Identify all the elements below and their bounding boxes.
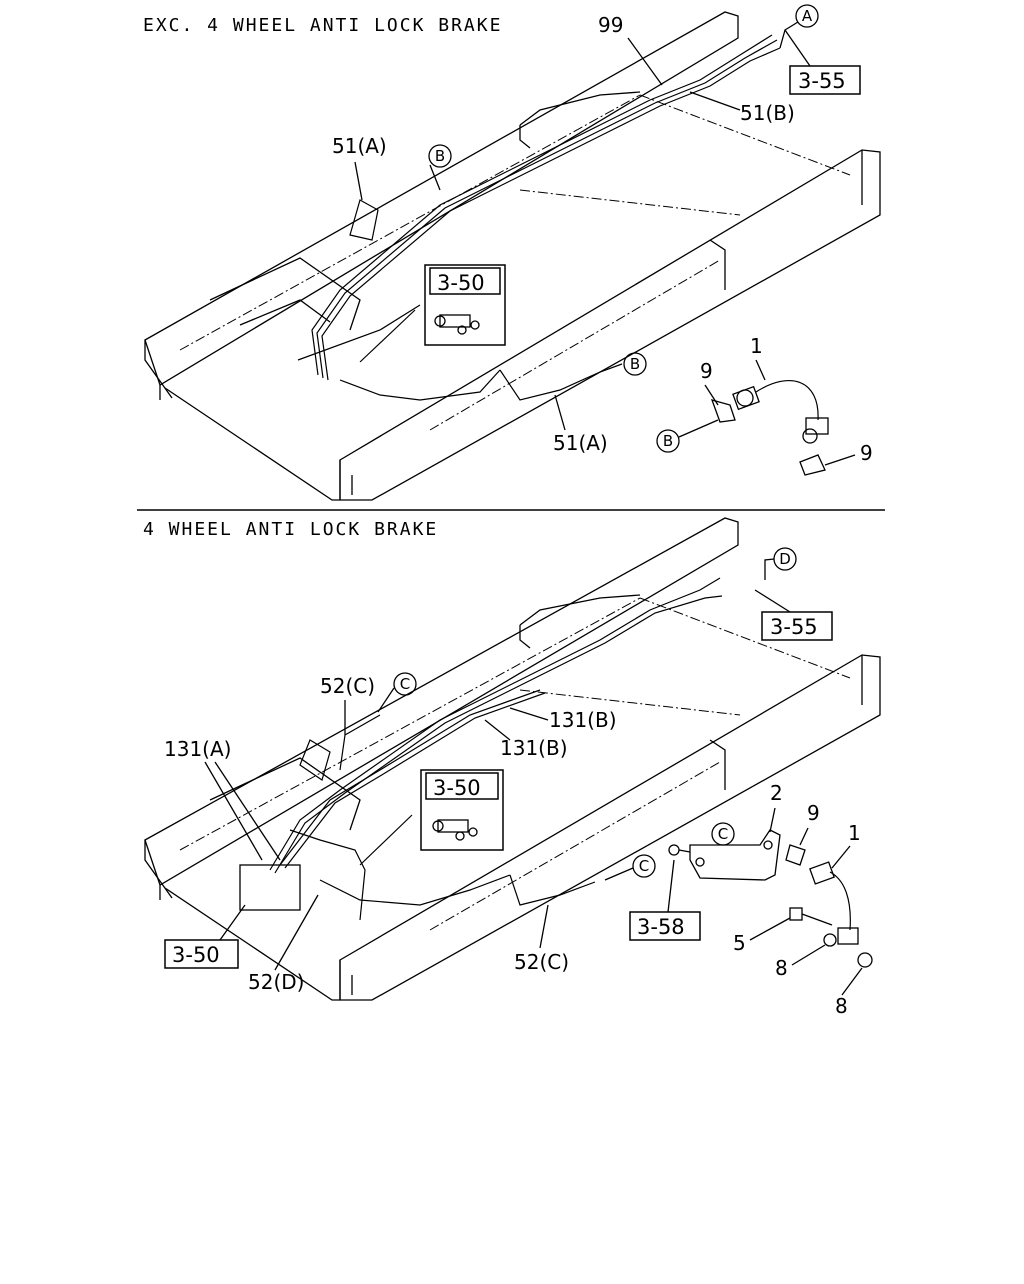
- label-131b-lower: 131(B): [500, 736, 568, 760]
- proportioning-valve-icon: [432, 819, 478, 841]
- label-51b: 51(B): [740, 101, 795, 125]
- brake-hose-top: [732, 379, 829, 444]
- callout-b2: B: [623, 352, 647, 376]
- svg-text:C: C: [718, 825, 728, 843]
- ref-3-50-box-bottom: 3-50: [164, 904, 246, 969]
- callout-c2: C: [604, 854, 656, 881]
- label-131a: 131(A): [164, 737, 231, 761]
- ref-3-55-top: 3-55: [784, 29, 861, 95]
- label-52c-top: 52(C): [320, 674, 375, 698]
- callout-d: D: [764, 547, 797, 580]
- brake-lines-bottom: [239, 577, 723, 921]
- label-5: 5: [733, 931, 746, 955]
- inset-3-50-bottom: 3-50: [420, 769, 504, 851]
- svg-text:C: C: [639, 857, 649, 875]
- svg-text:3-50: 3-50: [172, 943, 220, 967]
- bottom-section: 4 WHEEL ANTI LOCK BRAKE: [143, 517, 881, 1018]
- svg-text:B: B: [663, 432, 673, 450]
- frame-rails-top: [144, 11, 881, 501]
- label-52d: 52(D): [248, 970, 304, 994]
- svg-text:B: B: [630, 355, 640, 373]
- label-52c-bottom: 52(C): [514, 950, 569, 974]
- clip-9-bottom: [785, 844, 806, 866]
- ref-3-58: 3-58: [629, 859, 701, 941]
- bolt-part-3-58: [668, 844, 691, 856]
- section-title-top: EXC. 4 WHEEL ANTI LOCK BRAKE: [143, 15, 502, 36]
- label-8a: 8: [775, 956, 788, 980]
- label-2: 2: [770, 781, 783, 805]
- svg-text:3-55: 3-55: [798, 69, 846, 93]
- label-9-bottom: 9: [807, 801, 820, 825]
- svg-text:C: C: [400, 675, 410, 693]
- ref-3-55-bottom: 3-55: [754, 589, 833, 641]
- label-131b-upper: 131(B): [549, 708, 617, 732]
- callout-b3: B: [656, 419, 719, 453]
- label-99: 99: [598, 13, 623, 37]
- callout-b1: B: [428, 144, 452, 191]
- clip-9-upper: [710, 399, 736, 423]
- callout-a: A: [779, 4, 819, 49]
- label-9-upper: 9: [700, 359, 713, 383]
- top-section: EXC. 4 WHEEL ANTI LOCK BRAKE: [143, 4, 881, 501]
- frame-rails-bottom: [144, 517, 881, 1001]
- svg-text:3-55: 3-55: [770, 615, 818, 639]
- svg-text:A: A: [802, 7, 813, 25]
- brake-lines-top: [297, 34, 781, 401]
- label-51a-bottom: 51(A): [553, 431, 608, 455]
- bracket-part-2: [689, 829, 781, 881]
- label-1-bottom: 1: [848, 821, 861, 845]
- bolt-part-5: [789, 907, 833, 926]
- callout-c1: C: [377, 672, 417, 713]
- washer-8a: [823, 933, 837, 947]
- callout-c3: C: [711, 822, 735, 846]
- proportioning-valve-icon: [434, 314, 480, 335]
- label-9-lower: 9: [860, 441, 873, 465]
- ref-box: [425, 772, 499, 800]
- brake-hose-bottom: [809, 861, 859, 945]
- ref-3-50-top: 3-50: [437, 271, 485, 295]
- label-51a-top: 51(A): [332, 134, 387, 158]
- label-8b: 8: [835, 994, 848, 1018]
- clip-9-lower: [799, 454, 826, 476]
- ref-box: [429, 267, 501, 295]
- svg-text:3-58: 3-58: [637, 915, 685, 939]
- section-title-bottom: 4 WHEEL ANTI LOCK BRAKE: [143, 519, 438, 540]
- svg-text:D: D: [779, 550, 791, 568]
- washer-8b: [857, 952, 873, 968]
- abs-hydraulic-unit: [239, 864, 301, 911]
- inset-3-50-top: 3-50: [424, 264, 506, 346]
- svg-text:B: B: [435, 147, 445, 165]
- ref-3-50-inset: 3-50: [433, 776, 481, 800]
- label-1-top: 1: [750, 334, 763, 358]
